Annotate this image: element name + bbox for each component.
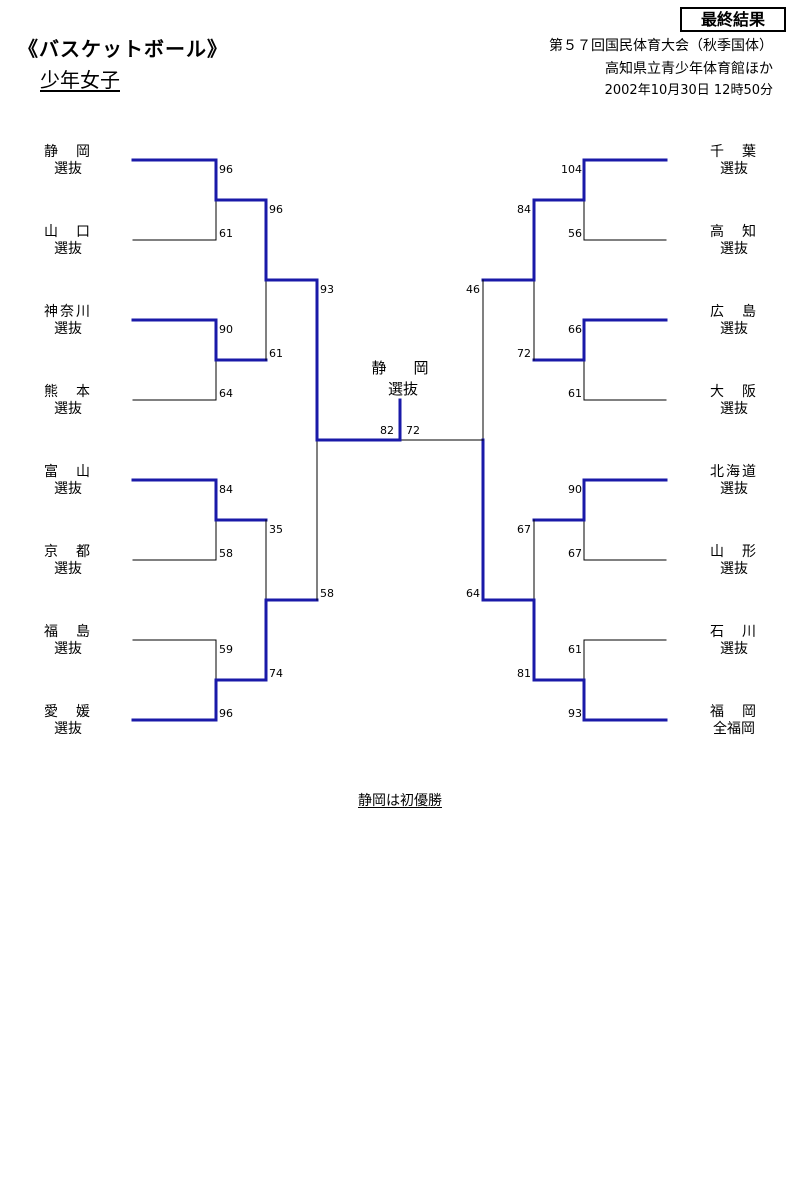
- score-right-r1-2: 56: [568, 227, 582, 240]
- score-right-r2-3: 67: [517, 523, 531, 536]
- event-datetime: 2002年10月30日 12時50分: [604, 83, 773, 98]
- team-name: 山 口: [44, 224, 92, 240]
- team-group: 選抜: [720, 641, 748, 657]
- champion-label: 静 岡 選抜: [360, 358, 446, 400]
- score-left-r1-8: 96: [219, 707, 233, 720]
- champion-group: 選抜: [387, 380, 418, 398]
- team-group: 選抜: [54, 241, 82, 257]
- score-left-r1-3: 90: [219, 323, 233, 336]
- team-name: 石 川: [710, 624, 758, 640]
- team-group: 選抜: [54, 561, 82, 577]
- team-name: 広 島: [710, 304, 758, 320]
- team-name: 福 島: [44, 624, 92, 640]
- team-name: 北海道: [710, 464, 758, 480]
- team-name: 福 岡: [710, 704, 758, 720]
- score-right-r2-1: 84: [517, 203, 531, 216]
- score-right-r1-6: 67: [568, 547, 582, 560]
- score-left-r1-2: 61: [219, 227, 233, 240]
- right-team-4: 大 阪選抜: [699, 384, 769, 418]
- left-team-2: 山 口選抜: [33, 224, 103, 258]
- score-left-r2-2: 61: [269, 347, 283, 360]
- score-right-r2-2: 72: [517, 347, 531, 360]
- team-group: 選抜: [54, 641, 82, 657]
- right-team-2: 高 知選抜: [699, 224, 769, 258]
- team-name: 愛 媛: [44, 704, 92, 720]
- team-group: 選抜: [54, 161, 82, 177]
- score-right-r3-2: 64: [466, 587, 480, 600]
- score-left-r1-7: 59: [219, 643, 233, 656]
- right-team-5: 北海道選抜: [699, 464, 769, 498]
- venue-name: 高知県立青少年体育館ほか: [605, 61, 773, 77]
- team-group: 選抜: [720, 161, 748, 177]
- team-group: 選抜: [720, 401, 748, 417]
- event-name: 第５７回国民体育大会（秋季国体）: [549, 38, 773, 54]
- sub-title: 少年女子: [40, 68, 120, 92]
- score-final-left: 82: [380, 424, 394, 437]
- score-left-r3-2: 58: [320, 587, 334, 600]
- team-name: 静 岡: [44, 144, 92, 160]
- score-left-r2-1: 96: [269, 203, 283, 216]
- team-group: 選抜: [720, 241, 748, 257]
- right-team-7: 石 川選抜: [699, 624, 769, 658]
- score-right-r1-5: 90: [568, 483, 582, 496]
- score-left-r2-4: 74: [269, 667, 283, 680]
- left-team-7: 福 島選抜: [33, 624, 103, 658]
- score-right-r1-4: 61: [568, 387, 582, 400]
- team-group: 全福岡: [713, 721, 755, 737]
- score-left-r3-1: 93: [320, 283, 334, 296]
- right-team-1: 千 葉選抜: [699, 144, 769, 178]
- score-left-r1-6: 58: [219, 547, 233, 560]
- right-team-3: 広 島選抜: [699, 304, 769, 338]
- footer-note: 静岡は初優勝: [358, 793, 442, 809]
- score-final-right: 72: [406, 424, 420, 437]
- score-right-r3-1: 46: [466, 283, 480, 296]
- score-right-r1-7: 61: [568, 643, 582, 656]
- score-right-r1-3: 66: [568, 323, 582, 336]
- left-team-5: 富 山選抜: [33, 464, 103, 498]
- team-name: 山 形: [710, 544, 758, 560]
- team-group: 選抜: [54, 721, 82, 737]
- team-name: 京 都: [44, 544, 92, 560]
- team-name: 富 山: [44, 464, 92, 480]
- team-group: 選抜: [54, 481, 82, 497]
- main-title: 《バスケットボール》: [18, 37, 228, 61]
- score-right-r2-4: 81: [517, 667, 531, 680]
- score-left-r1-5: 84: [219, 483, 233, 496]
- team-name: 神奈川: [44, 304, 92, 320]
- score-right-r1-1: 104: [561, 163, 582, 176]
- left-team-6: 京 都選抜: [33, 544, 103, 578]
- left-team-1: 静 岡選抜: [33, 144, 103, 178]
- score-left-r1-1: 96: [219, 163, 233, 176]
- left-team-4: 熊 本選抜: [33, 384, 103, 418]
- left-team-3: 神奈川選抜: [33, 304, 103, 338]
- team-name: 高 知: [710, 224, 758, 240]
- team-group: 選抜: [720, 321, 748, 337]
- team-name: 熊 本: [44, 384, 92, 400]
- score-left-r1-4: 64: [219, 387, 233, 400]
- team-group: 選抜: [54, 321, 82, 337]
- team-group: 選抜: [54, 401, 82, 417]
- right-team-8: 福 岡全福岡: [699, 704, 769, 738]
- team-name: 千 葉: [710, 144, 758, 160]
- team-group: 選抜: [720, 481, 748, 497]
- team-name: 大 阪: [710, 384, 758, 400]
- score-left-r2-3: 35: [269, 523, 283, 536]
- left-team-8: 愛 媛選抜: [33, 704, 103, 738]
- right-team-6: 山 形選抜: [699, 544, 769, 578]
- score-right-r1-8: 93: [568, 707, 582, 720]
- champion-name: 静 岡: [371, 359, 435, 377]
- final-result-badge: 最終結果: [680, 7, 786, 32]
- team-group: 選抜: [720, 561, 748, 577]
